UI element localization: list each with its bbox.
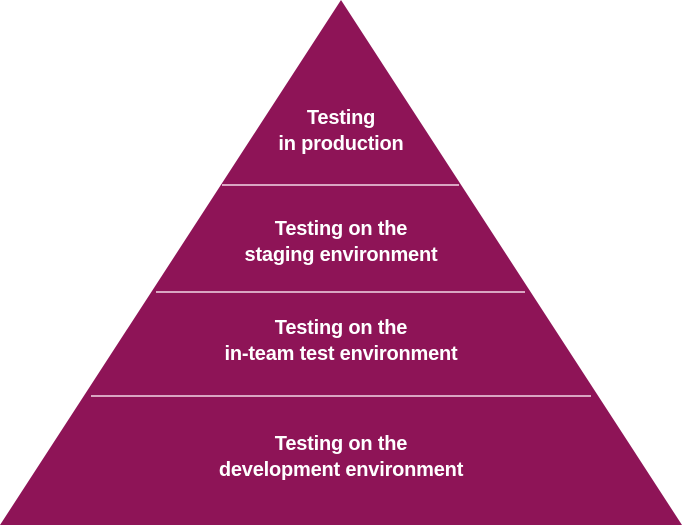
tier-development-line1: Testing on the: [274, 433, 408, 455]
tier-in-team-label: Testing on the in-team test environment: [0, 315, 682, 367]
tier-production-line2: in production: [278, 133, 404, 155]
tier-staging-line2: staging environment: [244, 244, 438, 266]
tier-in-team-line1: Testing on the: [274, 317, 408, 339]
tier-production-label: Testing in production: [0, 105, 682, 157]
tier-production-line1: Testing: [306, 107, 376, 129]
tier-development-label: Testing on the development environment: [0, 431, 682, 483]
tier-development-line2: development environment: [218, 459, 464, 481]
tier-in-team-line2: in-team test environment: [224, 343, 458, 365]
tier-staging-label: Testing on the staging environment: [0, 216, 682, 268]
tier-staging-line1: Testing on the: [274, 218, 408, 240]
